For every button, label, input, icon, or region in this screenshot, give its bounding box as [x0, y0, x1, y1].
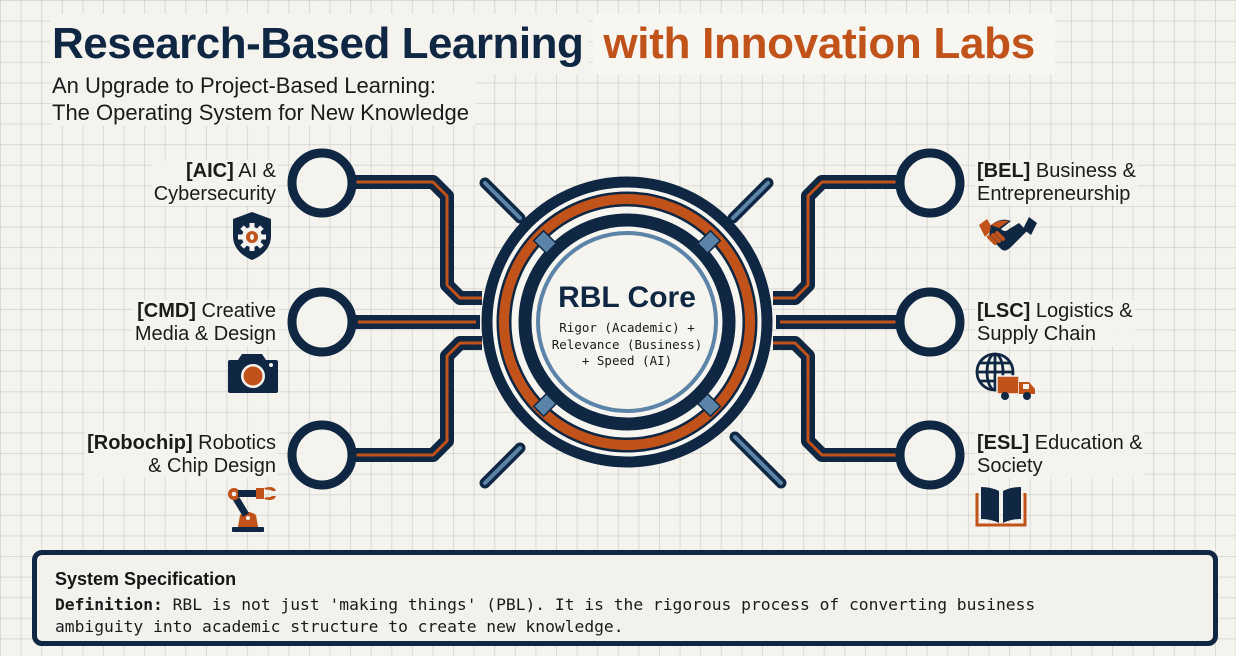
subtitle-line-1: An Upgrade to Project-Based Learning: — [52, 73, 437, 98]
lab-label-cmd: [CMD] Creative Media & Design — [132, 300, 278, 346]
lab-label-bel: [BEL] Business & Entrepreneurship — [975, 160, 1138, 206]
node-esl — [895, 420, 965, 490]
page-title: Research-Based Learning with Innovation … — [50, 14, 1055, 74]
lab-label-lsc: [LSC] Logistics & Supply Chain — [975, 300, 1135, 346]
robot-arm-icon — [228, 487, 276, 532]
camera-icon — [228, 354, 278, 393]
handshake-icon — [979, 217, 1037, 251]
spec-definition: Definition: RBL is not just 'making thin… — [55, 594, 1195, 638]
diagonal-spokes — [479, 177, 787, 489]
core-formula: Rigor (Academic) + Relevance (Business) … — [527, 320, 727, 370]
lab-code: [BEL] — [977, 160, 1031, 182]
rbl-core: RBL Core Rigor (Academic) + Relevance (B… — [527, 280, 727, 370]
lab-code: [LSC] — [977, 300, 1031, 322]
spec-title: System Specification — [55, 569, 237, 589]
core-rings — [481, 176, 773, 468]
lab-code: [Robochip] — [87, 432, 193, 454]
node-lsc — [895, 287, 965, 357]
title-accent: with Innovation Labs — [593, 14, 1055, 74]
lab-code: [CMD] — [137, 300, 196, 322]
node-bel — [895, 148, 965, 218]
node-robochip — [287, 420, 357, 490]
core-title: RBL Core — [558, 281, 696, 314]
left-traces — [352, 175, 482, 462]
lab-label-aic: [AIC] AI & Cybersecurity — [151, 160, 278, 206]
node-cmd — [287, 287, 357, 357]
node-aic — [287, 148, 357, 218]
subtitle-line-2: The Operating System for New Knowledge — [52, 100, 469, 125]
core-formula-line-1: Rigor (Academic) + — [559, 320, 695, 335]
right-traces — [773, 175, 902, 462]
core-formula-line-2: Relevance (Business) — [551, 336, 703, 352]
node-rings — [287, 148, 965, 490]
open-book-icon — [975, 487, 1027, 527]
shield-gear-icon — [233, 212, 271, 260]
lab-code: [ESL] — [977, 432, 1030, 454]
globe-truck-icon — [975, 352, 1035, 400]
system-specification-panel: System Specification Definition: RBL is … — [32, 550, 1218, 646]
definition-text-line-2: ambiguity into academic structure to cre… — [55, 617, 624, 636]
subtitle: An Upgrade to Project-Based Learning: Th… — [52, 72, 475, 126]
lab-code: [AIC] — [185, 160, 234, 182]
lab-label-esl: [ESL] Education & Society — [975, 432, 1145, 478]
lab-label-robochip: [Robochip] Robotics & Chip Design — [85, 432, 278, 478]
core-formula-line-3: + Speed (AI) — [581, 353, 673, 368]
title-main: Research-Based Learning — [50, 14, 590, 74]
definition-text-line-1: RBL is not just 'making things' (PBL). I… — [162, 595, 1036, 614]
definition-label: Definition: — [55, 595, 163, 614]
